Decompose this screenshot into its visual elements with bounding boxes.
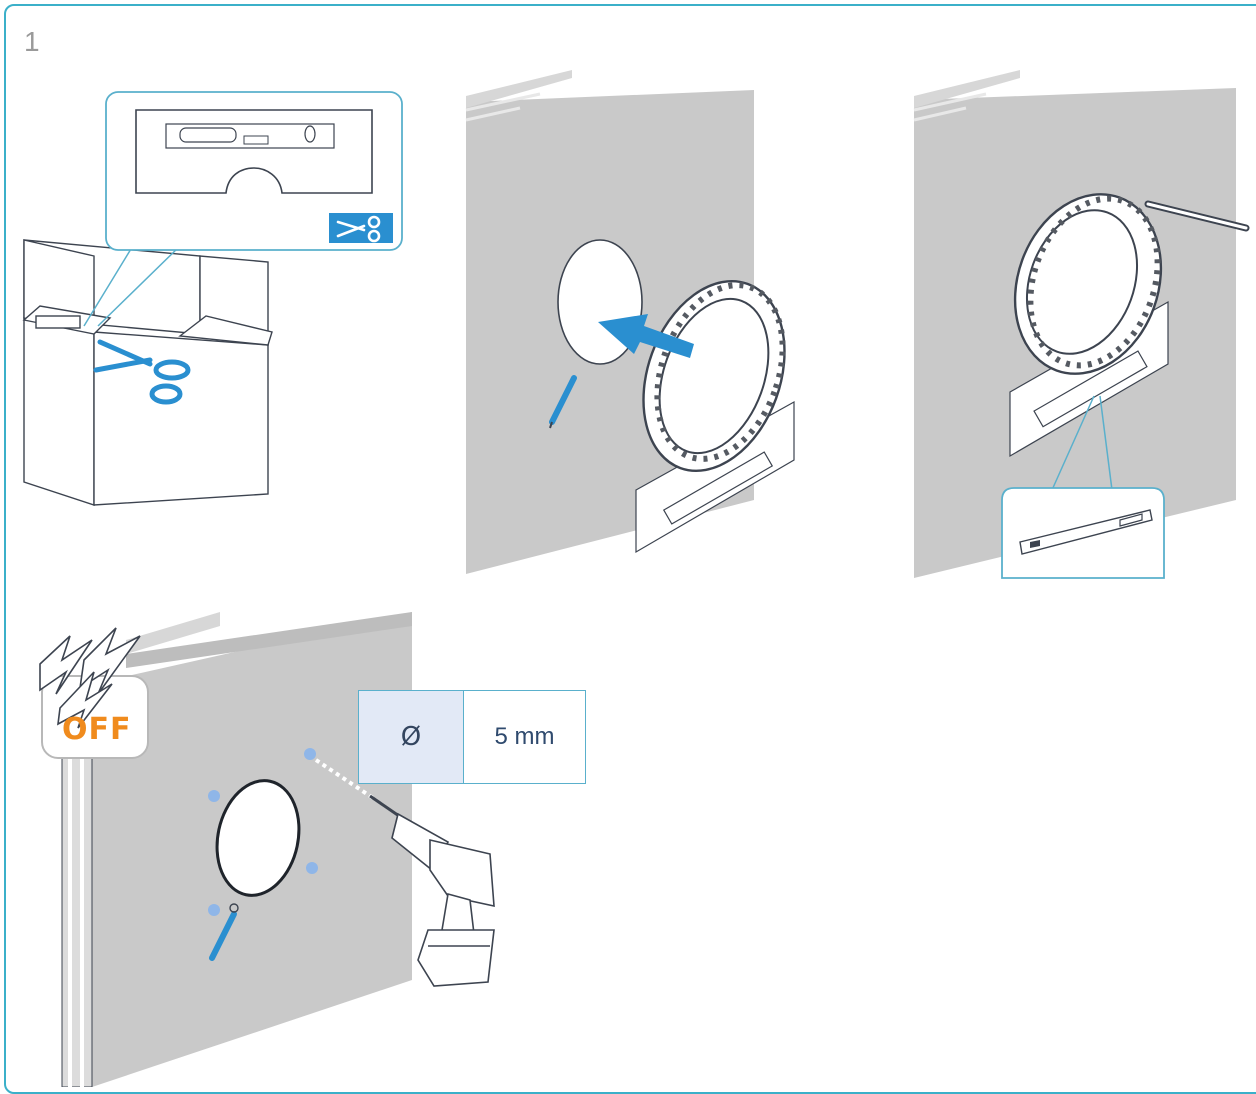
drill-spec-box: Ø 5 mm: [358, 690, 586, 784]
drill-mark: [208, 748, 318, 916]
panel-cut-template: [22, 91, 403, 506]
pencil-icon: [549, 375, 577, 429]
panel-position-ring: [465, 70, 795, 574]
level-icon: [165, 123, 335, 149]
pencil-icon: [209, 903, 239, 961]
drill-diameter-value: 5 mm: [494, 723, 555, 750]
level-template: [135, 109, 373, 194]
panel-drill: [39, 612, 495, 1087]
level-icon: [1019, 509, 1153, 555]
lightning-icon: [39, 627, 149, 759]
scissors-icon: [93, 339, 191, 405]
cardboard-box: [22, 239, 273, 506]
diameter-symbol: Ø: [359, 691, 464, 783]
arrow-icon: [598, 314, 694, 358]
power-off-label: OFF: [62, 712, 132, 747]
drill-icon: [369, 794, 495, 987]
step-number: 1: [24, 26, 40, 57]
wall-cutout: [215, 779, 301, 897]
panel-level-ring: [913, 70, 1250, 579]
